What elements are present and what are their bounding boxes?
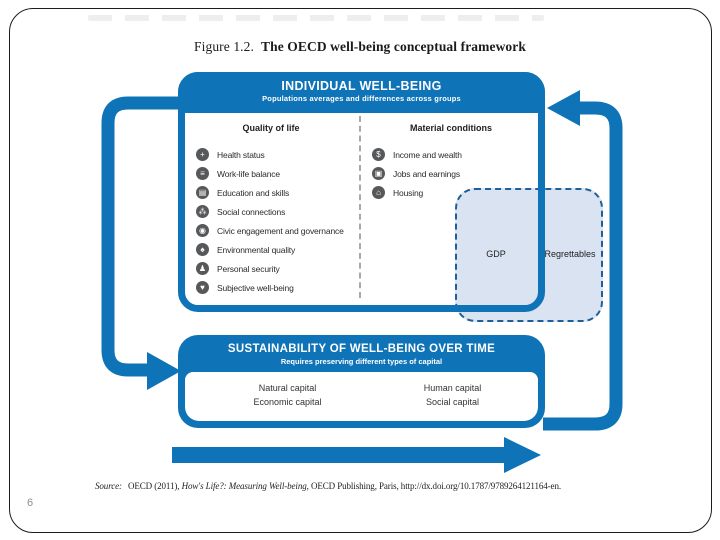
item-label: Environmental quality xyxy=(217,244,296,255)
item-label: Jobs and earnings xyxy=(393,168,460,179)
item-label: Civic engagement and governance xyxy=(217,225,344,236)
gdp-label: GDP xyxy=(486,249,506,259)
quality-of-life-header: Quality of life xyxy=(242,123,300,133)
right-arrowhead xyxy=(547,90,580,126)
page-number: 6 xyxy=(27,497,34,509)
source-rest: , OECD Publishing, Paris, http://dx.doi.… xyxy=(306,481,561,491)
social-connections-icon: ⁂ xyxy=(196,205,209,218)
capital-label: Economic capital xyxy=(253,397,322,407)
figure-number: Figure 1.2. xyxy=(194,39,254,54)
item-label: Personal security xyxy=(217,263,280,274)
capital-label: Human capital xyxy=(423,383,482,393)
sustainability-body xyxy=(185,372,538,421)
individual-wellbeing-subtitle: Populations averages and differences acr… xyxy=(262,94,461,103)
left-cycle-arrow xyxy=(101,96,180,377)
individual-wellbeing-header: INDIVIDUAL WELL-BEING Populations averag… xyxy=(178,72,545,113)
capital-label: Natural capital xyxy=(258,383,317,393)
figure-title-text: The OECD well-being conceptual framework xyxy=(261,39,526,54)
environmental-quality-icon: ♠ xyxy=(196,243,209,256)
cropped-header-artifact xyxy=(88,15,544,21)
source-label: Source: xyxy=(95,481,122,491)
item-label: Social connections xyxy=(217,206,286,217)
civic-engagement-icon: ◉ xyxy=(196,224,209,237)
item-label: Education and skills xyxy=(217,187,290,198)
source-italic-title: How's Life?: Measuring Well-being xyxy=(181,481,307,491)
right-cycle-arrow xyxy=(543,101,623,431)
sustainability-title: SUSTAINABILITY OF WELL-BEING OVER TIME xyxy=(227,343,496,355)
list-item: ▣ Jobs and earnings xyxy=(372,164,534,183)
individual-wellbeing-title: INDIVIDUAL WELL-BEING xyxy=(281,79,442,93)
capitals-left-column: Natural capital Economic capital xyxy=(205,381,370,409)
personal-security-icon: ♟ xyxy=(196,262,209,275)
jobs-earnings-icon: ▣ xyxy=(372,167,385,180)
item-label: Work-life balance xyxy=(217,168,280,179)
housing-icon: ⌂ xyxy=(372,186,385,199)
sustainability-subtitle: Requires preserving different types of c… xyxy=(280,357,443,366)
source-citation: Source: OECD (2011), How's Life?: Measuri… xyxy=(95,481,655,491)
income-wealth-icon: $ xyxy=(372,148,385,161)
quality-of-life-list: + Health status ≡ Work-life balance ▤ Ed… xyxy=(196,145,358,297)
item-label: Income and wealth xyxy=(393,149,462,160)
capital-label: Social capital xyxy=(425,397,480,407)
list-item: $ Income and wealth xyxy=(372,145,534,164)
work-life-balance-icon: ≡ xyxy=(196,167,209,180)
left-arrowhead xyxy=(147,352,181,390)
column-divider xyxy=(359,116,361,298)
material-conditions-list: $ Income and wealth ▣ Jobs and earnings … xyxy=(372,145,534,202)
source-mid: OECD (2011), xyxy=(127,481,182,491)
gdp-regrettables-box xyxy=(455,188,603,322)
list-item: ⁂ Social connections xyxy=(196,202,358,221)
health-status-icon: + xyxy=(196,148,209,161)
list-item: ▤ Education and skills xyxy=(196,183,358,202)
regrettables-label: Regrettables xyxy=(544,249,596,259)
list-item: ♠ Environmental quality xyxy=(196,240,358,259)
figure-title: Figure 1.2. The OECD well-being conceptua… xyxy=(0,39,720,55)
material-conditions-header: Material conditions xyxy=(409,123,492,133)
item-label: Housing xyxy=(393,187,424,198)
list-item: ≡ Work-life balance xyxy=(196,164,358,183)
list-item: ⌂ Housing xyxy=(372,183,534,202)
list-item: ♥ Subjective well-being xyxy=(196,278,358,297)
education-skills-icon: ▤ xyxy=(196,186,209,199)
bottom-arrowhead xyxy=(504,437,541,473)
list-item: + Health status xyxy=(196,145,358,164)
item-label: Subjective well-being xyxy=(217,282,294,293)
item-label: Health status xyxy=(217,149,265,160)
subjective-wellbeing-icon: ♥ xyxy=(196,281,209,294)
list-item: ♟ Personal security xyxy=(196,259,358,278)
list-item: ◉ Civic engagement and governance xyxy=(196,221,358,240)
capitals-right-column: Human capital Social capital xyxy=(370,381,535,409)
